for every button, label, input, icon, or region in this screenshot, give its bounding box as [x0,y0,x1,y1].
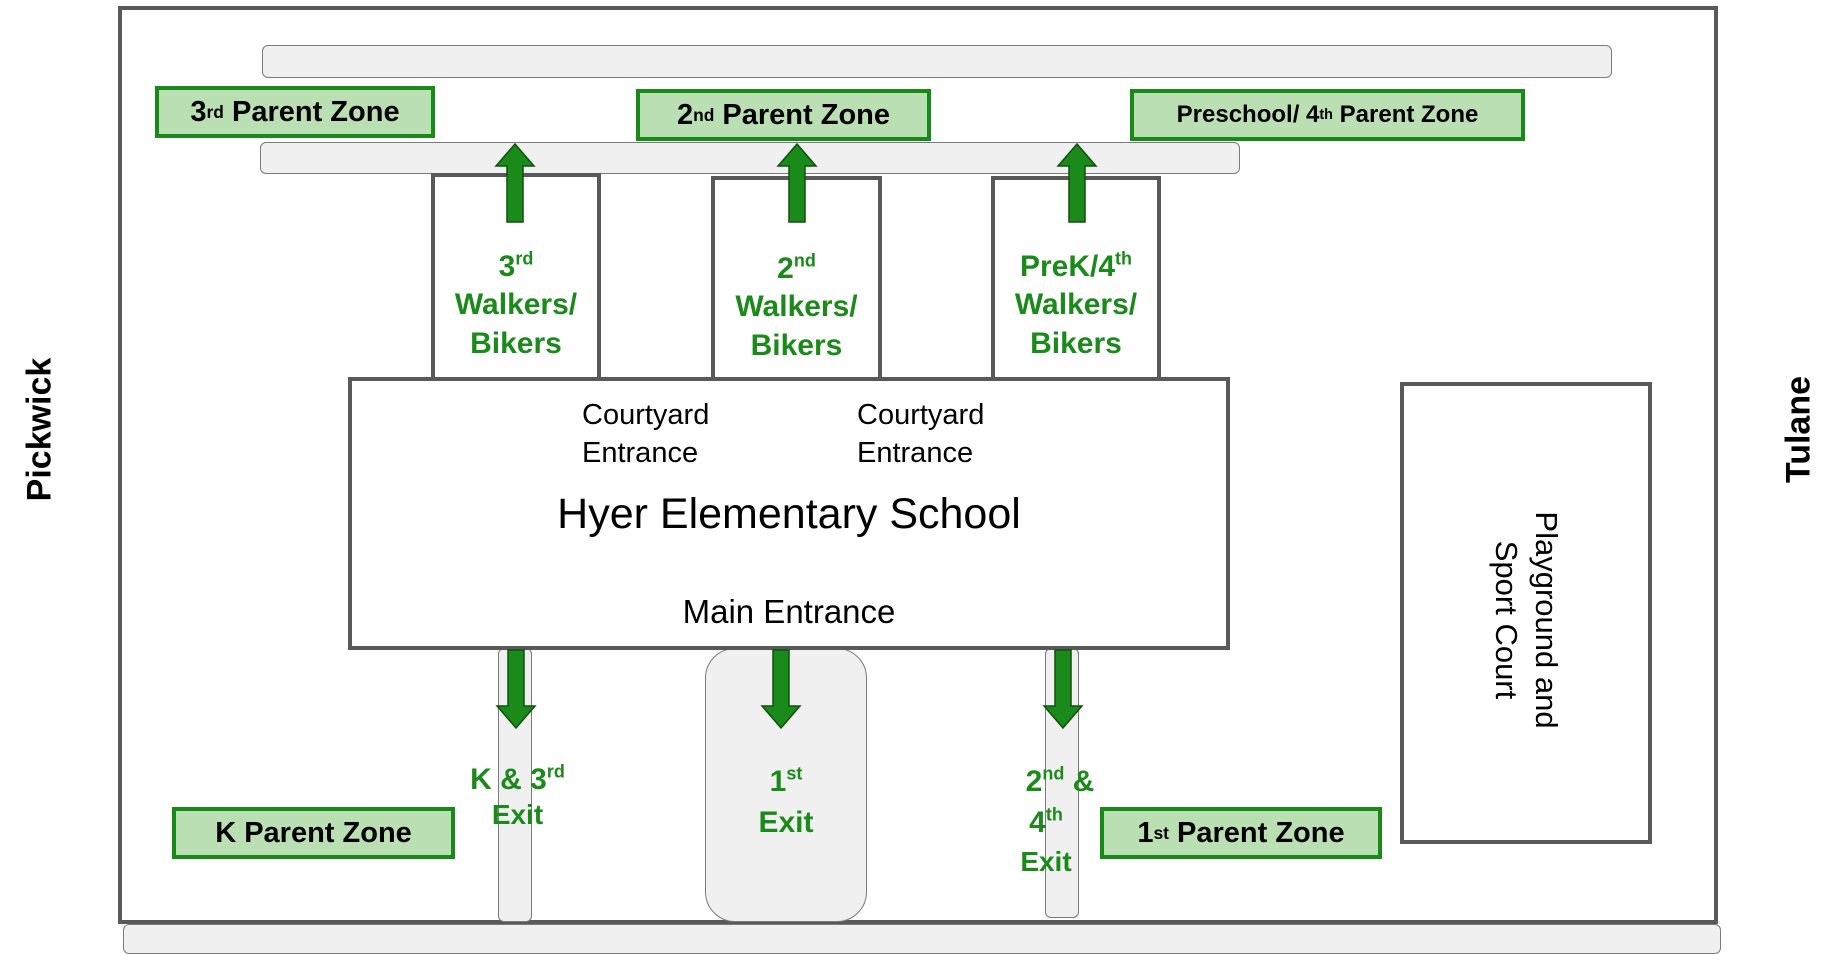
arrow-up-icon [776,142,818,223]
main-entrance-label: Main Entrance [682,593,896,630]
bottom-road-strip [123,924,1721,954]
arrow-down-icon [1042,649,1084,730]
arrow-up-icon [1056,142,1098,223]
top-lane-outer [262,45,1612,78]
parent-zone-k: K Parent Zone [172,807,455,859]
exit-first-label: 1st Exit [758,763,814,839]
courtyard-entrance-2: Courtyard Entrance [857,399,985,469]
playground-label: Playground and Sport Court [1489,511,1564,729]
walkers-second-label: 2nd Walkers/ Bikers [735,250,858,362]
walkers-prek-label: PreK/4th Walkers/ Bikers [1014,248,1138,360]
exit-k3-label: K & 3rd Exit [470,761,565,830]
walkers-third-label: 3rd Walkers/ Bikers [454,248,578,360]
arrow-up-icon [494,142,536,223]
school-building [348,377,1230,650]
courtyard-entrance-1: Courtyard Entrance [582,399,710,469]
arrow-down-icon [495,649,537,730]
street-label-tulane: Tulane [1779,375,1818,484]
property-boundary [118,6,1718,924]
arrow-down-icon [760,649,802,730]
exit-second4-label: 2nd & 4th Exit [1020,763,1095,877]
street-label-pickwick: Pickwick [20,357,59,502]
school-name: Hyer Elementary School [557,490,1021,538]
playground-sport-court [1400,382,1652,844]
